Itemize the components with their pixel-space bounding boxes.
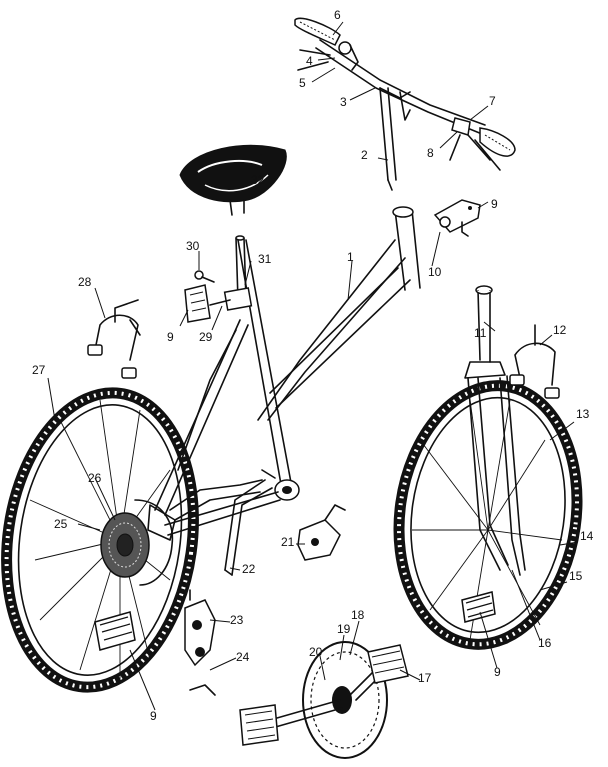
callout-25: 25 [54, 517, 68, 531]
headset-parts [433, 199, 481, 237]
callout-28: 28 [78, 275, 92, 289]
callout-1: 1 [347, 250, 354, 264]
callout-24: 24 [236, 650, 250, 664]
seatpost-reflector [184, 284, 211, 323]
callout-19: 19 [337, 622, 351, 636]
callout-9-seat: 9 [167, 330, 174, 344]
callout-9-front: 9 [494, 665, 501, 679]
callout-8: 8 [427, 146, 434, 160]
callout-2: 2 [361, 148, 368, 162]
callout-10: 10 [428, 265, 442, 279]
callout-12: 12 [553, 323, 567, 337]
callout-13: 13 [576, 407, 590, 421]
left-pedal [239, 704, 279, 746]
callout-5: 5 [299, 76, 306, 90]
callout-18: 18 [351, 608, 365, 622]
front-fork [464, 285, 526, 576]
callout-6: 6 [334, 8, 341, 22]
callout-27: 27 [32, 363, 46, 377]
callout-7: 7 [489, 94, 496, 108]
callout-3: 3 [340, 95, 347, 109]
kickstand [224, 479, 273, 576]
callout-30: 30 [186, 239, 200, 253]
callout-32: 32 [251, 173, 265, 187]
frame [147, 206, 421, 541]
callout-14: 14 [580, 529, 594, 543]
front-wheel [393, 380, 583, 650]
spoke-protector-disc [134, 499, 174, 586]
callout-23: 23 [230, 613, 244, 627]
callout-31: 31 [258, 252, 272, 266]
saddle [179, 144, 287, 216]
right-pedal [367, 644, 409, 684]
callout-26: 26 [88, 471, 102, 485]
front-derailleur [297, 504, 346, 561]
front-brake-caliper [509, 324, 560, 399]
front-wheel-reflector [461, 591, 496, 623]
callout-4: 4 [306, 54, 313, 68]
callout-21: 21 [281, 535, 295, 549]
handlebar [294, 17, 516, 191]
seat-bolt [194, 270, 215, 283]
callout-29: 29 [199, 330, 213, 344]
seat-post [209, 235, 253, 311]
callout-9-rear: 9 [150, 709, 157, 723]
callout-9-headset: 9 [491, 197, 498, 211]
rear-derailleur [184, 589, 216, 696]
callout-15: 15 [569, 569, 583, 583]
rear-sprocket-cluster [100, 512, 150, 578]
callout-17: 17 [418, 671, 432, 685]
leader-lines [47, 21, 579, 711]
callout-16: 16 [538, 636, 552, 650]
crankset [269, 641, 388, 759]
rear-wheel-reflector [94, 611, 136, 651]
callout-20: 20 [309, 645, 323, 659]
rear-cable-guides [169, 479, 263, 521]
rear-brake-caliper [87, 299, 141, 379]
callout-11: 11 [474, 326, 487, 340]
callout-22: 22 [242, 562, 256, 576]
